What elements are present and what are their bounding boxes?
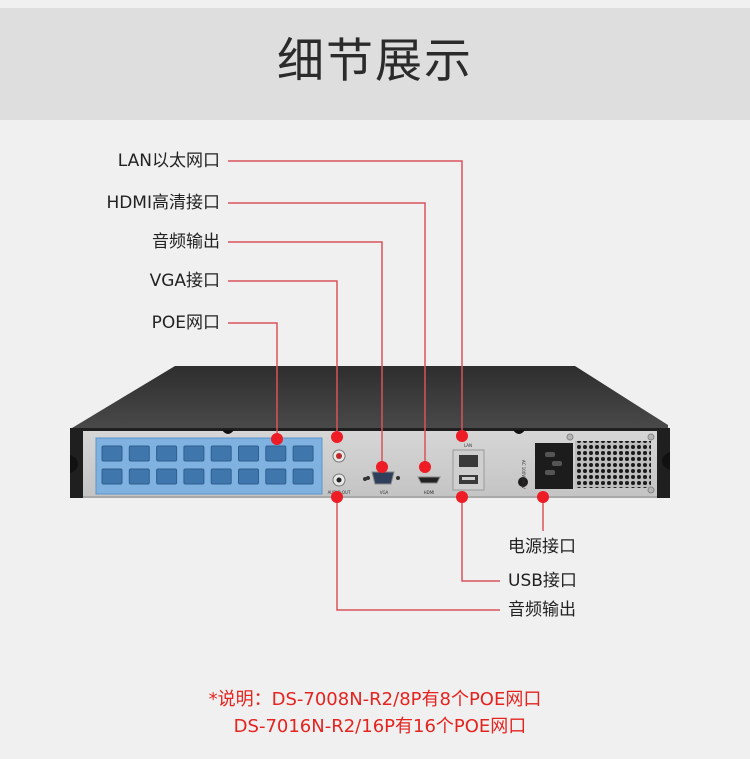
label-audio-output-bottom: 音频输出 bbox=[508, 600, 576, 620]
svg-text:AC 100V-240V: AC 100V-240V bbox=[521, 460, 526, 489]
poe-port bbox=[210, 468, 232, 485]
poe-port bbox=[183, 468, 205, 485]
callout-line-hdmi bbox=[228, 202, 426, 467]
callout-line-lan bbox=[228, 160, 463, 437]
dot-lan bbox=[456, 430, 468, 442]
svg-text:LAN: LAN bbox=[464, 443, 472, 448]
label-vga: VGA接口 bbox=[149, 271, 220, 291]
poe-port-panel bbox=[95, 437, 323, 495]
poe-port bbox=[292, 445, 314, 462]
dot-poe bbox=[271, 433, 283, 445]
poe-port bbox=[156, 445, 178, 462]
dot-hdmi bbox=[419, 461, 431, 473]
poe-port bbox=[128, 468, 150, 485]
dot-usb bbox=[456, 491, 468, 503]
poe-port bbox=[265, 468, 287, 485]
poe-port bbox=[292, 468, 314, 485]
hdmi-port: HDMI bbox=[417, 476, 441, 495]
svg-text:VGA: VGA bbox=[380, 490, 389, 495]
poe-port bbox=[128, 445, 150, 462]
lan-usb-block: LAN bbox=[452, 443, 485, 491]
label-audio-output-top: 音频输出 bbox=[152, 232, 220, 252]
dot-power bbox=[537, 491, 549, 503]
label-lan: LAN以太网口 bbox=[117, 151, 220, 171]
callout-line-audio-top bbox=[228, 241, 383, 467]
poe-port bbox=[238, 468, 259, 485]
callout-lines bbox=[228, 160, 544, 611]
note-line-2: DS-7016N-R2/16P有16个POE网口 bbox=[233, 716, 527, 737]
poe-port bbox=[156, 468, 178, 485]
callout-dots bbox=[271, 430, 549, 503]
label-power: 电源接口 bbox=[508, 537, 576, 557]
svg-text:HDMI: HDMI bbox=[424, 490, 435, 495]
vga-port: VGA bbox=[366, 471, 400, 495]
callout-line-usb bbox=[461, 497, 500, 582]
poe-port bbox=[101, 445, 123, 462]
header-band bbox=[0, 8, 750, 120]
callout-line-audio-bottom bbox=[336, 497, 500, 611]
fan-vent bbox=[575, 441, 651, 488]
callout-line-poe bbox=[228, 322, 278, 438]
page-title: 细节展示 bbox=[277, 34, 473, 89]
power-socket bbox=[535, 443, 573, 489]
poe-ports bbox=[101, 445, 314, 485]
dot-audio-line bbox=[376, 461, 388, 473]
dot-audio-out bbox=[331, 491, 343, 503]
ground-screw bbox=[518, 477, 528, 487]
poe-port bbox=[210, 445, 232, 462]
poe-port bbox=[265, 445, 287, 462]
dot-vga-line bbox=[331, 431, 343, 443]
poe-port bbox=[101, 468, 123, 485]
label-hdmi: HDMI高清接口 bbox=[106, 193, 220, 213]
note-line-1: *说明：DS-7008N-R2/8P有8个POE网口 bbox=[208, 689, 542, 710]
callout-line-vga bbox=[228, 280, 338, 437]
poe-port bbox=[238, 445, 259, 462]
label-poe: POE网口 bbox=[151, 313, 220, 333]
poe-port bbox=[183, 445, 205, 462]
label-usb: USB接口 bbox=[508, 571, 577, 591]
